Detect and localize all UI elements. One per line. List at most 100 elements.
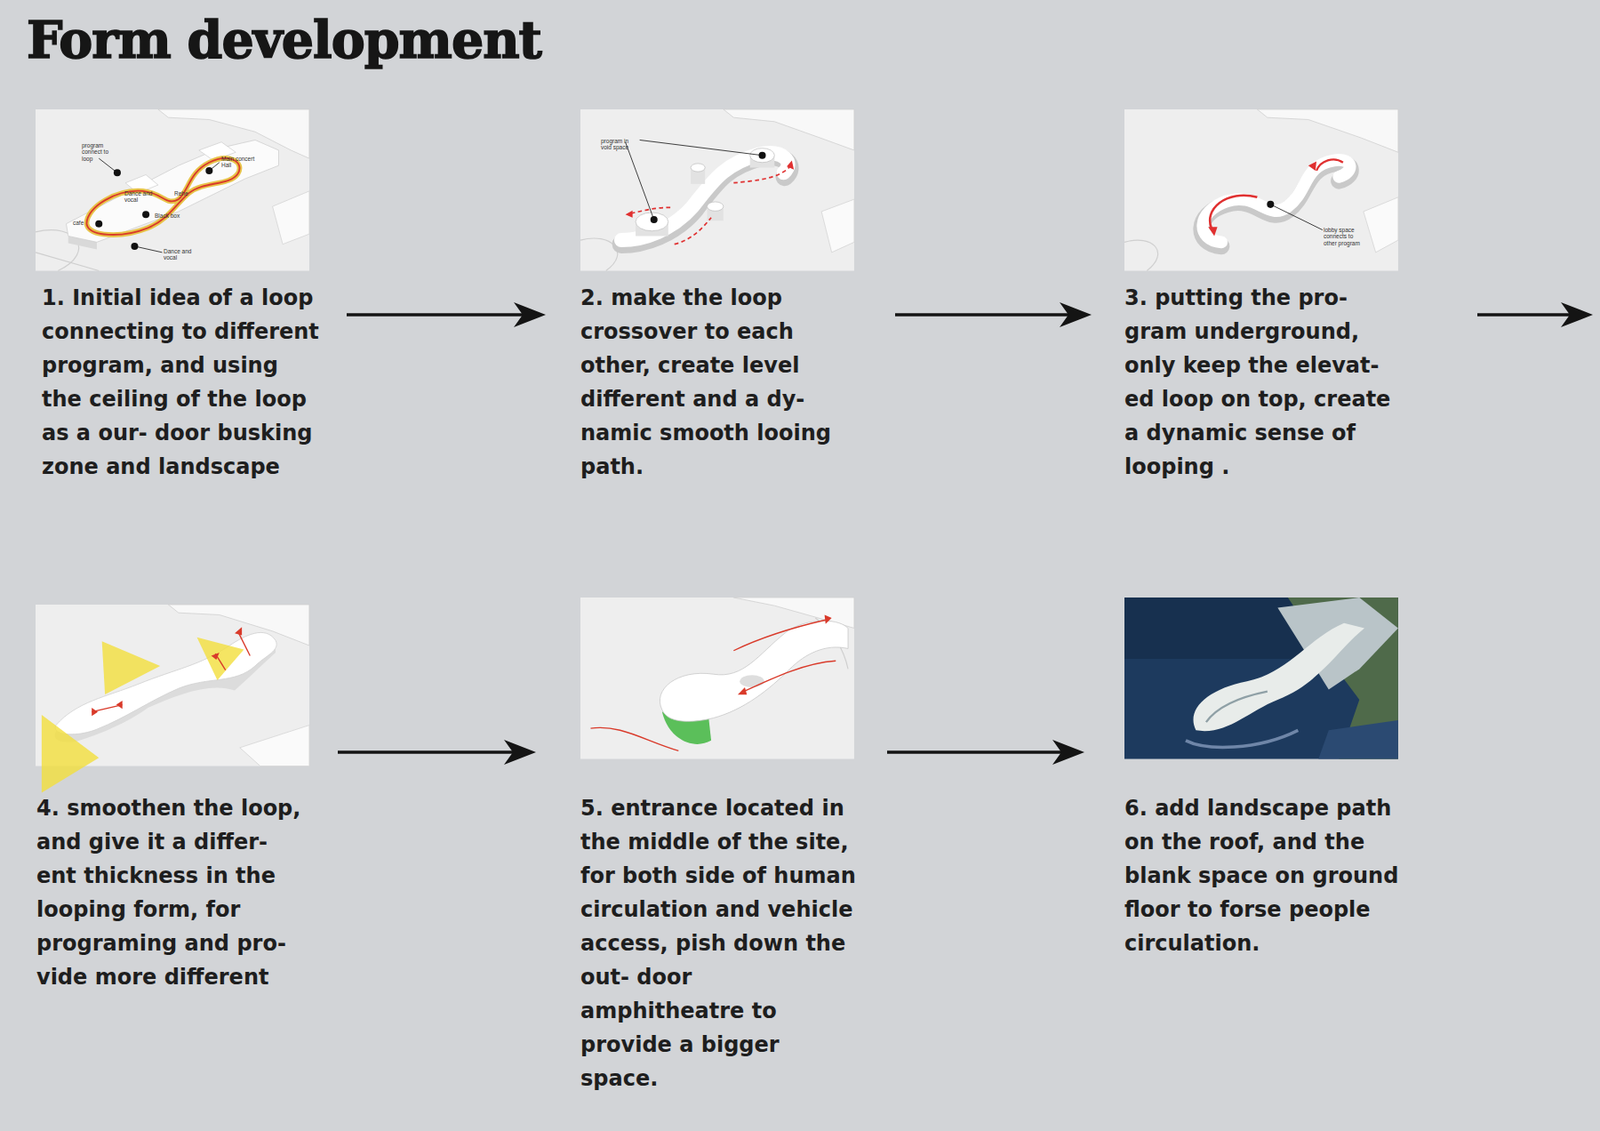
- leader-line: [625, 142, 655, 220]
- cylinder-top: [690, 163, 705, 172]
- flow-arrow: [887, 739, 1085, 765]
- cylinder-top: [750, 148, 776, 163]
- arrow-head: [211, 652, 220, 660]
- arrow-head: [513, 302, 546, 328]
- arrow-head: [1560, 302, 1593, 328]
- arrow-head: [234, 626, 242, 635]
- step-2-render: [580, 109, 855, 272]
- step-3-render: [1124, 109, 1399, 272]
- cylinder-top: [706, 201, 723, 211]
- section-marker: [238, 631, 251, 656]
- arrow-shaft: [346, 312, 523, 317]
- ground-path: [1185, 729, 1298, 747]
- step-caption: 1. Initial idea of a loop connecting to …: [41, 280, 320, 484]
- step-panel: 5. entrance located in the middle of the…: [536, 597, 888, 1096]
- circulation-arrow: [1316, 160, 1344, 171]
- site-building: [272, 191, 310, 245]
- step-panel: 1. Initial idea of a loop connecting to …: [35, 109, 347, 484]
- render-annotation: Dance and vocal: [163, 248, 192, 262]
- site-building: [240, 725, 310, 767]
- site-building: [1363, 197, 1399, 253]
- arrow-head: [824, 615, 832, 624]
- step-panel: 4. smoothen the loop, and give it a diff…: [35, 604, 338, 994]
- step-4-render: [35, 604, 310, 792]
- callout-dot: [1266, 200, 1274, 208]
- callout-dot: [142, 210, 150, 218]
- void-opening: [739, 674, 765, 688]
- render-background: [580, 109, 855, 272]
- step-1-render: [35, 109, 310, 272]
- step-5-render: [580, 597, 855, 760]
- leader-line: [640, 139, 763, 155]
- loop-form: [55, 632, 277, 734]
- render-annotation: Main concert Hall: [221, 155, 256, 169]
- arrow-head: [1052, 739, 1085, 765]
- render-annotation: Dance and vocal: [124, 190, 153, 204]
- step-caption: 4. smoothen the loop, and give it a diff…: [36, 791, 314, 994]
- render-annotation: cafe: [72, 219, 93, 226]
- circulation-line: [744, 660, 836, 691]
- callout-dot: [95, 220, 103, 228]
- road-line: [35, 252, 99, 272]
- render-background: [580, 597, 855, 760]
- massing-bar: [65, 139, 279, 242]
- arrow-head: [1059, 302, 1092, 328]
- callout-dot: [130, 242, 138, 250]
- road-line: [580, 238, 618, 272]
- arrow-head: [625, 210, 633, 218]
- arrow-head: [504, 739, 536, 765]
- roof-path: [1206, 691, 1268, 722]
- render-annotation: program in void space: [600, 137, 637, 152]
- loop-path: [86, 158, 240, 235]
- circulation-line: [590, 727, 679, 751]
- circulation-arrow: [733, 166, 790, 183]
- render-annotation: program connect to loop: [81, 142, 112, 162]
- callout-dot: [113, 168, 121, 176]
- arrow-shaft: [895, 312, 1069, 317]
- callout-dot: [759, 152, 767, 160]
- step-panel: 3. putting the pro- gram underground, on…: [1091, 109, 1478, 484]
- arrow-head: [1208, 226, 1217, 236]
- section-marker: [91, 704, 122, 712]
- callout-dot: [205, 167, 213, 175]
- view-cone: [197, 637, 245, 680]
- site-building: [723, 109, 855, 151]
- arrow-head: [91, 707, 98, 716]
- render-background: [35, 109, 310, 272]
- building-roof: [1318, 720, 1399, 760]
- arrow-head: [786, 160, 794, 169]
- diagram-title: Form development: [26, 14, 542, 65]
- circulation-arrow: [1209, 195, 1257, 231]
- arrow-shaft: [337, 750, 513, 754]
- step-caption: 5. entrance located in the middle of the…: [580, 791, 858, 1096]
- step-caption: 3. putting the pro- gram underground, on…: [1124, 280, 1402, 484]
- view-cone: [41, 714, 99, 792]
- arrow-head: [116, 700, 123, 709]
- step-6-render: [1124, 597, 1399, 760]
- render-annotation: lobby space connects to other program: [1323, 226, 1365, 247]
- site-building: [821, 199, 855, 253]
- arrow-head: [1308, 161, 1317, 171]
- step-caption: 6. add landscape path on the roof, and t…: [1124, 791, 1402, 960]
- render-background: [1124, 109, 1399, 272]
- road-line: [1124, 240, 1159, 271]
- step-caption: 2. make the loop crossover to each other…: [580, 280, 858, 484]
- flow-arrow: [346, 302, 546, 328]
- cylinder-top: [635, 212, 669, 232]
- step-panel: 2. make the loop crossover to each other…: [545, 109, 896, 484]
- render-background: [1124, 597, 1399, 760]
- loop-path: [86, 158, 240, 235]
- circulation-arrow: [674, 217, 712, 245]
- loop-form: [659, 620, 848, 721]
- arrow-head: [737, 687, 747, 695]
- site-building: [168, 604, 310, 646]
- leader-line: [134, 246, 162, 253]
- render-annotation: Black box: [154, 212, 191, 219]
- leader-line: [1270, 204, 1323, 231]
- continuation-arrow: [1477, 312, 1570, 317]
- step-panel: 6. add landscape path on the roof, and t…: [1084, 597, 1399, 960]
- circulation-line: [733, 619, 825, 650]
